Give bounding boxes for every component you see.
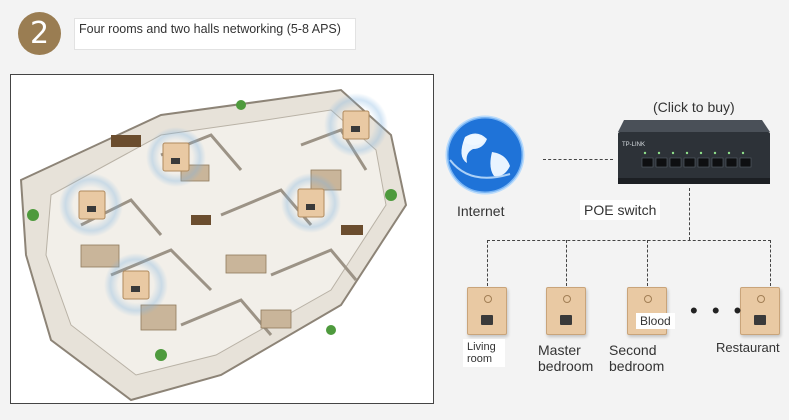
ap-led-icon [484,295,492,303]
click-to-buy-label[interactable]: (Click to buy) [653,99,735,115]
more-aps-ellipsis: • • • [690,298,746,323]
poe-switch-label: POE switch [580,200,661,220]
floor-plan-illustration [10,74,434,404]
living-room-ap-panel [467,287,507,335]
room-label-second: Second bedroom [609,342,665,374]
section-title: Four rooms and two halls networking (5-8… [74,18,356,50]
drop-line-master [566,240,567,286]
ap-led-icon [563,295,571,303]
step-badge: 2 [18,12,61,55]
ap-port-icon [754,315,766,325]
drop-line-living [487,240,488,286]
room-label-living: Living room [463,339,505,367]
ap-port-icon [560,315,572,325]
distribution-bus-line [487,240,771,241]
drop-line-restaurant [770,240,771,286]
ap-led-icon [757,295,765,303]
room-label-master: Master bedroom [538,342,594,374]
master-bedroom-ap-panel [546,287,586,335]
switch-drop-line [689,188,690,240]
ap-port-icon [481,315,493,325]
switch-brand-text: TP-LINK [622,142,645,148]
restaurant-ap-panel [740,287,780,335]
room-label-restaurant: Restaurant [716,340,780,355]
internet-label: Internet [457,203,505,219]
floor-plan-drawing [19,88,408,402]
drop-line-second [647,240,648,286]
room-label-blood: Blood [636,313,675,329]
poe-switch-icon[interactable]: TP-LINK [612,118,772,192]
internet-link-line [543,159,613,160]
internet-globe-icon [445,115,525,195]
ap-led-icon [644,295,652,303]
